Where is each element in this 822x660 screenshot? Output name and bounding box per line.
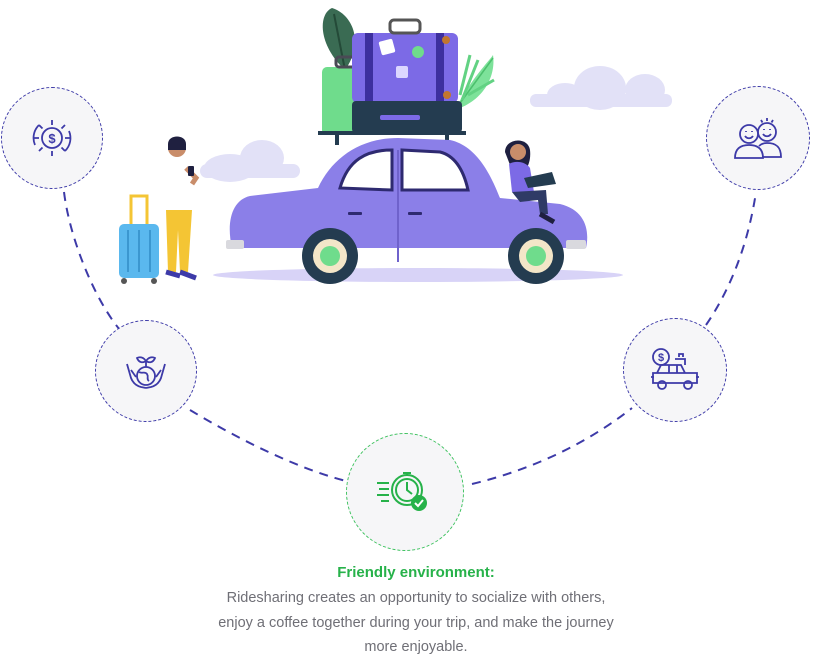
feature-description: Ridesharing creates an opportunity to so… (218, 590, 614, 655)
roof-rack (318, 131, 466, 135)
friendly-environment-node[interactable] (346, 433, 464, 551)
dollar-gear-icon: $ (32, 120, 72, 156)
car (226, 138, 588, 262)
cloud-left (200, 140, 300, 182)
wheel-front (302, 228, 358, 284)
feature-info: Friendly environment: Ridesharing create… (211, 562, 621, 660)
hands-globe-icon (126, 356, 166, 389)
svg-text:$: $ (658, 352, 664, 364)
ground-shadow (213, 268, 623, 282)
wheel-rear (508, 228, 564, 284)
fast-clock-check-icon (377, 472, 427, 511)
suitcase-purple (352, 18, 458, 103)
ride-cost-node[interactable]: $ (623, 318, 727, 422)
happy-people-icon (734, 118, 782, 159)
monstera-leaf (322, 8, 355, 71)
feature-title: Friendly environment: (337, 564, 495, 581)
environment-node[interactable] (95, 320, 197, 422)
suitcase-dark (352, 101, 462, 133)
cloud-right (530, 66, 672, 110)
svg-text:$: $ (48, 131, 56, 146)
save-money-node[interactable]: $ (1, 87, 103, 189)
suitcase-blue (119, 194, 159, 284)
social-node[interactable] (706, 86, 810, 190)
dollar-car-icon: $ (651, 348, 699, 390)
woman-with-phone (165, 136, 200, 281)
palm-leaf (454, 54, 495, 111)
woman-with-laptop (505, 140, 556, 225)
